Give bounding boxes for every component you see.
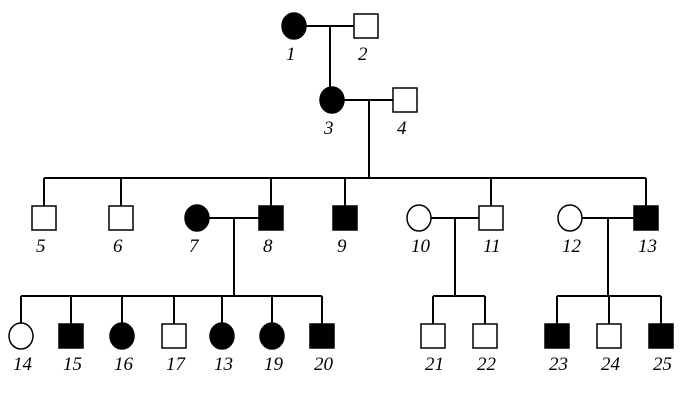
individual-label-6: 6 bbox=[113, 236, 123, 257]
individual-label-13: 13 bbox=[638, 236, 657, 257]
pedigree-symbols bbox=[8, 12, 674, 350]
individual-label-3: 3 bbox=[323, 118, 334, 139]
male-unaffected-symbol-2 bbox=[353, 13, 379, 39]
individual-label-4: 4 bbox=[397, 118, 407, 139]
male-affected-symbol-9 bbox=[332, 205, 358, 231]
individual-label-5: 5 bbox=[36, 236, 46, 257]
female-affected-symbol-3 bbox=[319, 86, 345, 114]
individual-label-15: 15 bbox=[63, 354, 82, 375]
individual-label-2: 2 bbox=[358, 44, 368, 65]
individual-label-22: 22 bbox=[477, 354, 497, 375]
male-unaffected-symbol-17 bbox=[161, 323, 187, 349]
individual-label-14: 14 bbox=[13, 354, 33, 375]
individual-label-20: 20 bbox=[314, 354, 334, 375]
male-unaffected-symbol-11 bbox=[478, 205, 504, 231]
individual-label-19: 19 bbox=[264, 354, 284, 375]
individual-label-8: 8 bbox=[263, 236, 273, 257]
female-unaffected-symbol-12 bbox=[557, 204, 583, 232]
male-affected-symbol-8 bbox=[258, 205, 284, 231]
individual-label-10: 10 bbox=[411, 236, 431, 257]
male-affected-symbol-20 bbox=[309, 323, 335, 349]
female-unaffected-symbol-10 bbox=[406, 204, 432, 232]
male-affected-symbol-13 bbox=[633, 205, 659, 231]
individual-label-17: 17 bbox=[166, 354, 187, 375]
individual-label-23: 23 bbox=[549, 354, 568, 375]
male-unaffected-symbol-5 bbox=[31, 205, 57, 231]
male-affected-symbol-23 bbox=[544, 323, 570, 349]
individual-label-16: 16 bbox=[114, 354, 134, 375]
male-unaffected-symbol-21 bbox=[420, 323, 446, 349]
individual-label-7: 7 bbox=[189, 236, 200, 257]
female-affected-symbol-19 bbox=[259, 322, 285, 350]
female-affected-symbol-18 bbox=[209, 322, 235, 350]
individual-label-18: 13 bbox=[214, 354, 233, 375]
female-affected-symbol-1 bbox=[281, 12, 307, 40]
individual-label-24: 24 bbox=[601, 354, 621, 375]
female-affected-symbol-7 bbox=[184, 204, 210, 232]
individual-label-11: 11 bbox=[483, 236, 501, 257]
individual-label-12: 12 bbox=[562, 236, 582, 257]
male-affected-symbol-15 bbox=[58, 323, 84, 349]
individual-label-25: 25 bbox=[653, 354, 672, 375]
male-affected-symbol-25 bbox=[648, 323, 674, 349]
male-unaffected-symbol-24 bbox=[596, 323, 622, 349]
individual-label-1: 1 bbox=[286, 44, 296, 65]
individual-label-21: 21 bbox=[425, 354, 444, 375]
pedigree-lines bbox=[20, 25, 662, 324]
male-unaffected-symbol-22 bbox=[472, 323, 498, 349]
female-unaffected-symbol-14 bbox=[8, 322, 34, 350]
individual-label-9: 9 bbox=[337, 236, 347, 257]
male-unaffected-symbol-4 bbox=[392, 87, 418, 113]
female-affected-symbol-16 bbox=[109, 322, 135, 350]
male-unaffected-symbol-6 bbox=[108, 205, 134, 231]
